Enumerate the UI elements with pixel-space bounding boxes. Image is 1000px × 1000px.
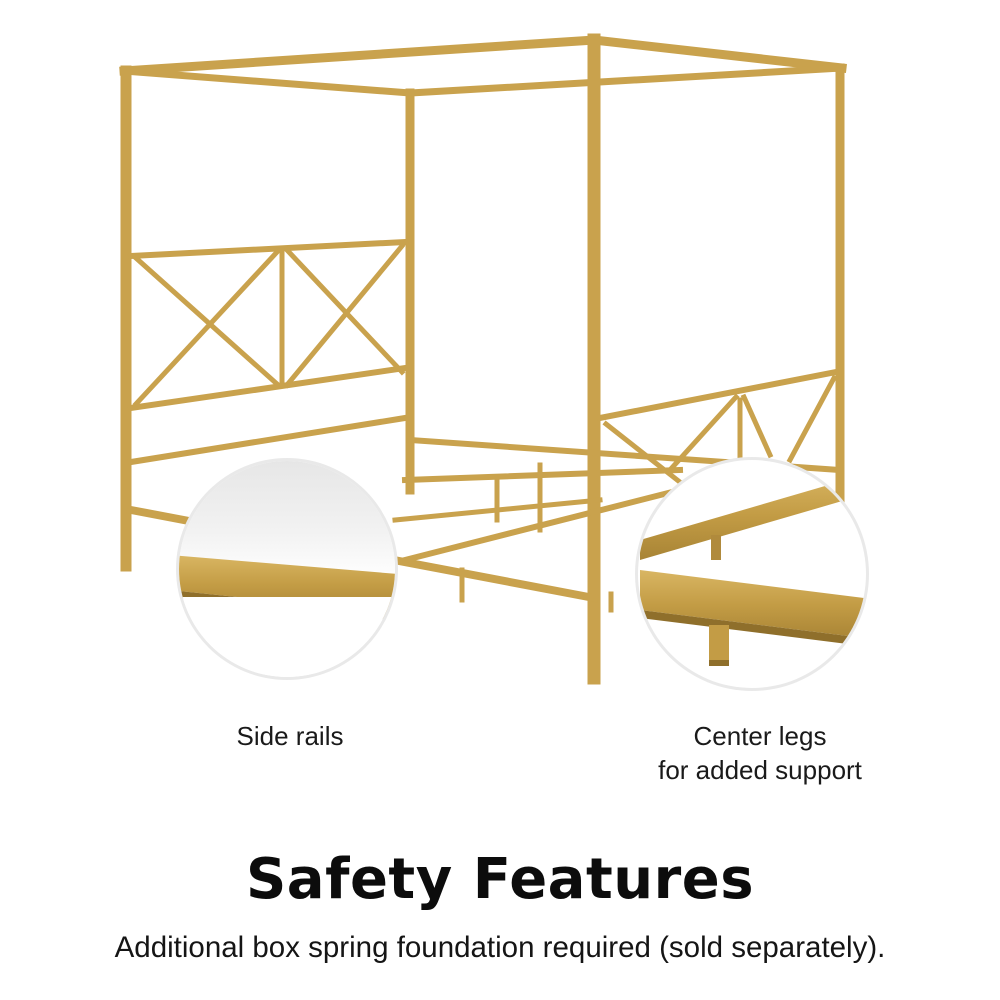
side-rails-detail-circle [176,458,398,680]
canopy-bed-illustration [119,33,869,691]
bed-frame [119,33,847,685]
side-rails-caption: Side rails [236,721,344,751]
center-legs-caption-line2: for added support [658,755,862,785]
center-legs-caption-line1: Center legs [693,721,827,751]
center-legs-detail-circle [635,457,869,691]
subline: Additional box spring foundation require… [114,931,886,964]
center-legs-caption: Center legs for added support [600,719,920,787]
headline: Safety Features [245,847,755,912]
